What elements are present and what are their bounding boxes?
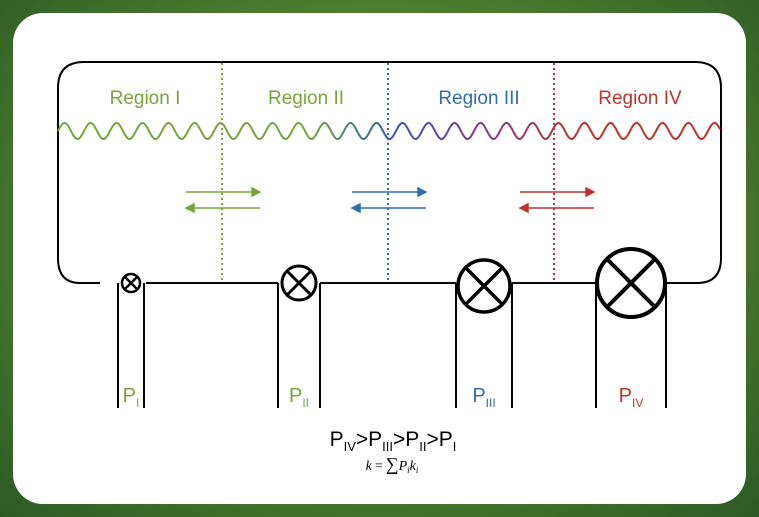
pipe-label-1: PI <box>123 385 140 410</box>
permeability-formula: k=∑Piki <box>366 454 419 475</box>
region-label-3: Region III <box>438 88 519 109</box>
pipe-label-3: PIII <box>472 385 495 410</box>
pressure-inequality: PIV>PIII>PII>PI <box>330 428 457 454</box>
pipe-1 <box>117 283 145 408</box>
pipe-label-4: PIV <box>619 385 644 410</box>
interface-wave <box>57 122 721 140</box>
region-label-2: Region II <box>268 88 344 109</box>
pipe-4 <box>595 283 667 408</box>
pipe-2 <box>277 283 321 408</box>
valve-icon-4 <box>595 247 667 319</box>
exchange-arrows-3 <box>518 186 596 214</box>
valve-icon-3 <box>456 258 512 314</box>
valve-icon-2 <box>280 264 318 302</box>
exchange-arrows-2 <box>350 186 428 214</box>
region-label-1: Region I <box>110 88 181 109</box>
region-label-4: Region IV <box>598 88 682 109</box>
exchange-arrows-1 <box>184 186 262 214</box>
valve-icon-1 <box>120 272 142 294</box>
pipe-label-2: PII <box>289 385 309 410</box>
pipe-3 <box>455 283 513 408</box>
container-outline <box>57 61 722 284</box>
